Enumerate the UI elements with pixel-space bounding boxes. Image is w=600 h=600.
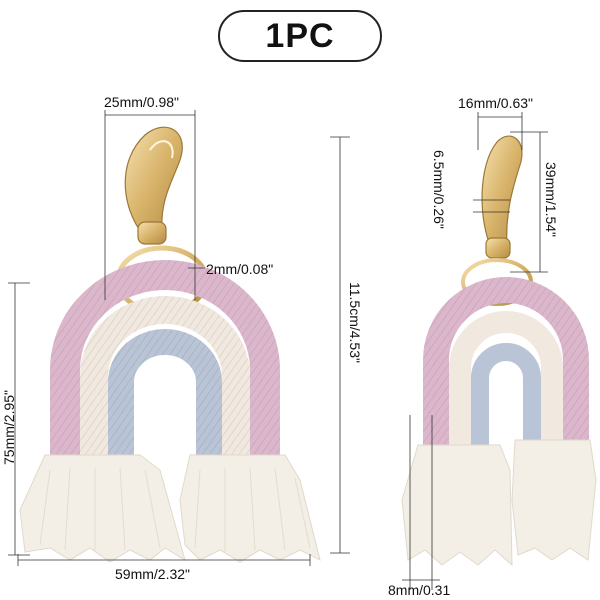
quantity-label: 1PC: [265, 16, 335, 55]
front-dimension-lines: [8, 110, 350, 566]
front-keychain: [8, 110, 350, 566]
side-tassels: [401, 439, 597, 567]
rainbow-height-label: 75mm/2.95": [1, 389, 17, 465]
front-tassels: [19, 454, 321, 563]
quantity-badge: 1PC: [218, 10, 382, 62]
ring-thickness-label: 2mm/0.08": [206, 261, 274, 277]
front-lobster-clasp: [124, 126, 183, 245]
side-hook-height-label: 39mm/1.54": [543, 162, 559, 238]
side-rainbow: [423, 277, 589, 450]
total-length-label: 11.5cm/4.53": [347, 282, 363, 363]
side-lobster-clasp: [481, 135, 523, 259]
side-dimension-lines: [402, 112, 548, 590]
hook-width-label: 25mm/0.98": [104, 94, 180, 110]
side-depth-label: 8mm/0.31: [388, 582, 451, 598]
rainbow-width-label: 59mm/2.32": [115, 566, 191, 582]
front-rainbow: [50, 260, 280, 460]
side-clasp-thickness-label: 6.5mm/0.26": [431, 150, 447, 229]
side-hook-width-label: 16mm/0.63": [458, 95, 534, 111]
side-keychain: [401, 112, 597, 590]
